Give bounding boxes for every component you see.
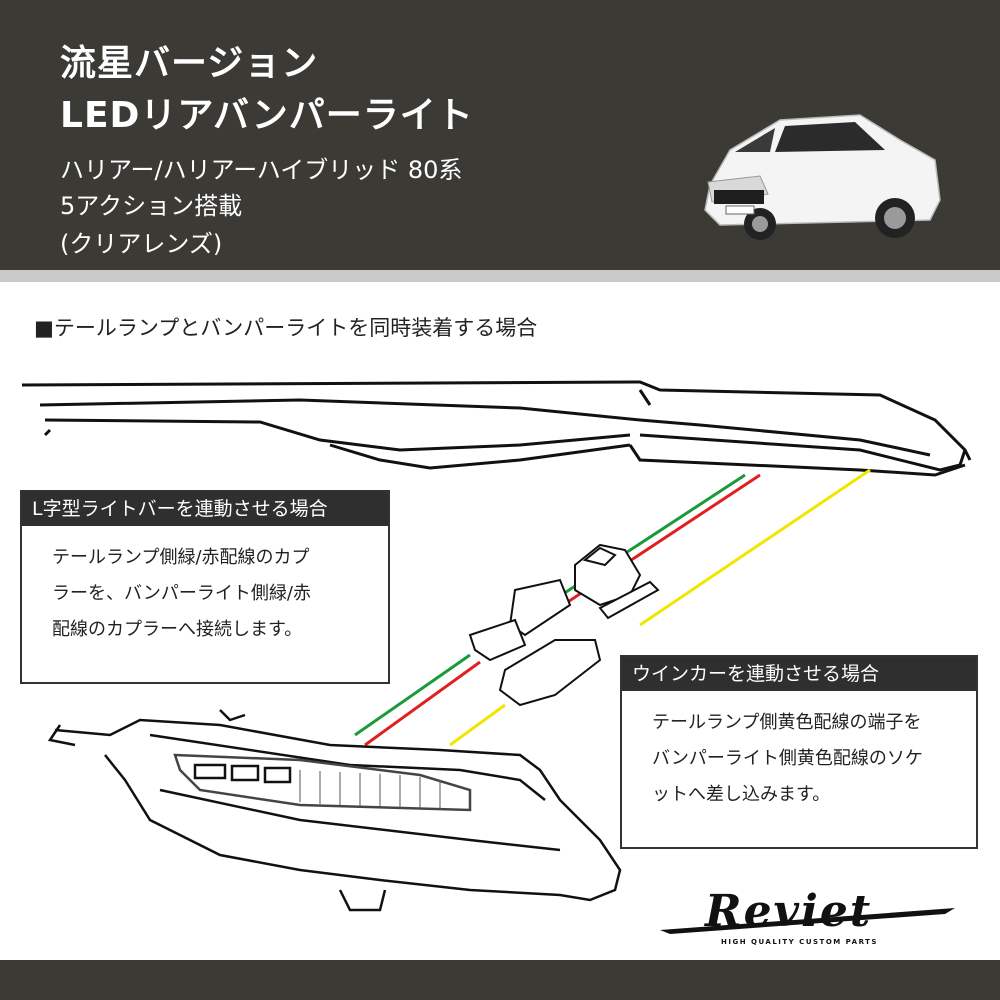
callout-turn-signal-title: ウインカーを連動させる場合	[622, 657, 976, 691]
callout-light-bar: L字型ライトバーを連動させる場合 テールランプ側緑/赤配線のカプ ラーを、バンパ…	[20, 490, 390, 684]
callout-turn-signal-line-1: テールランプ側黄色配線の端子を	[652, 712, 922, 733]
callout-light-bar-title: L字型ライトバーを連動させる場合	[22, 492, 388, 526]
yellow-socket	[498, 639, 602, 707]
subtitle-line-1: ハリアー/ハリアーハイブリッド 80系	[60, 156, 463, 184]
wiring-diagram	[21, 380, 972, 912]
footer-bar	[0, 960, 1000, 1000]
red-wire-lower	[364, 660, 481, 747]
logo-tagline: HIGH QUALITY CUSTOM PARTS	[721, 938, 878, 946]
callout-light-bar-line-2: ラーを、バンパーライト側緑/赤	[52, 583, 311, 604]
logo-swoosh-icon	[660, 908, 955, 934]
bumper-light-lens-lines	[299, 770, 441, 810]
subtitle-line-3: (クリアレンズ)	[60, 230, 223, 258]
callout-turn-signal-line-2: バンパーライト側黄色配線のソケ	[652, 748, 923, 769]
logo-wordmark: Reviet	[705, 886, 873, 937]
brand-logo: Reviet HIGH QUALITY CUSTOM PARTS	[655, 880, 965, 950]
car-image	[704, 114, 941, 240]
callout-turn-signal-line-3: ットへ差し込みます。	[652, 784, 831, 805]
yellow-terminal	[598, 580, 660, 620]
bumper-side-coupler	[508, 578, 572, 637]
yellow-wire-lower	[449, 703, 506, 747]
callout-turn-signal-body: テールランプ側黄色配線の端子を バンパーライト側黄色配線のソケ ットへ差し込みま…	[622, 691, 976, 813]
tail-lamp-drawing	[21, 380, 972, 477]
header-divider	[0, 270, 1000, 282]
yellow-wire-upper	[639, 468, 871, 627]
bumper-light-drawing	[47, 709, 622, 912]
callout-light-bar-line-1: テールランプ側緑/赤配線のカプ	[52, 547, 310, 568]
callout-light-bar-line-3: 配線のカプラーへ接続します。	[52, 619, 303, 640]
connectors	[468, 543, 660, 707]
callout-light-bar-body: テールランプ側緑/赤配線のカプ ラーを、バンパーライト側緑/赤 配線のカプラーへ…	[22, 526, 388, 648]
subtitle-line-2: 5アクション搭載	[60, 192, 243, 220]
section-heading: ■テールランプとバンパーライトを同時装着する場合	[34, 316, 538, 340]
callout-turn-signal: ウインカーを連動させる場合 テールランプ側黄色配線の端子を バンパーライト側黄色…	[620, 655, 978, 849]
title-line-2: LEDリアバンパーライト	[60, 95, 474, 136]
title-line-1: 流星バージョン	[60, 43, 319, 84]
green-wire-lower	[354, 653, 471, 737]
